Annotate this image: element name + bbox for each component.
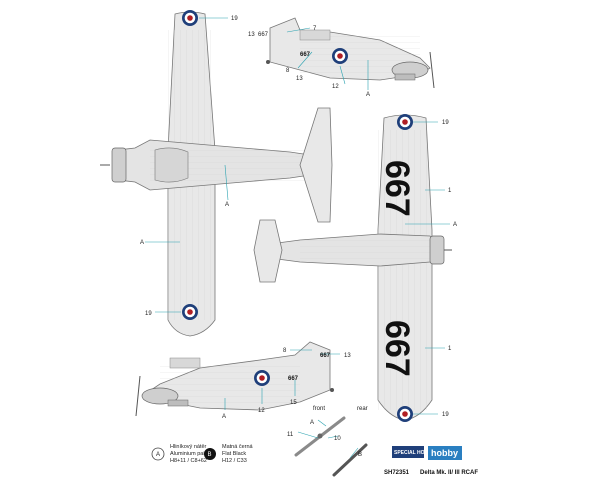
logo-hobby-text: hobby: [431, 448, 458, 458]
callout-a-prop: A: [310, 420, 314, 426]
registration-upper: 667: [378, 160, 416, 217]
callout-19-right-top: 19: [442, 120, 449, 126]
callout-7: 7: [313, 26, 317, 32]
footer-title: Delta Mk. II/ III RCAF: [420, 470, 478, 476]
code-lower-b: 667: [288, 376, 299, 382]
hobby-logo: hobby: [428, 446, 462, 460]
legend-b-badge: B: [208, 452, 212, 458]
label-rear: rear: [357, 406, 368, 412]
legend-black: B Matná černá Flat Black H12 / C33: [204, 444, 254, 464]
callout-8-lower: 8: [283, 348, 287, 354]
callout-10: 10: [334, 436, 341, 442]
logo-special-text: SPECIAL HOBBY: [394, 450, 436, 456]
callout-a-right: A: [453, 222, 457, 228]
legend-a-line3: H8+11 / C8+62: [170, 458, 207, 464]
callout-1-lower: 1: [448, 346, 452, 352]
callout-15: 15: [290, 400, 297, 406]
callout-a-lower: A: [222, 414, 226, 420]
code-lower-a: 667: [320, 353, 331, 359]
registration-lower: 667: [378, 320, 416, 377]
footer-code: SH72351: [384, 470, 410, 476]
bottom-view: [253, 114, 452, 422]
code-upper-b: 667: [300, 52, 311, 58]
special-hobby-logo: SPECIAL HOBBY: [392, 446, 436, 458]
legend-b-line3: H12 / C33: [222, 458, 247, 464]
legend-a-line2: Aluminium paint: [170, 451, 210, 457]
callout-19-bottom: 19: [145, 311, 152, 317]
callout-13-upper: 13: [248, 32, 255, 38]
callout-b-prop: B: [358, 452, 362, 458]
callout-1-upper: 1: [448, 188, 452, 194]
side-view-upper: [266, 17, 435, 90]
callout-12-lower: 12: [258, 408, 265, 414]
callout-a-wing: A: [140, 240, 144, 246]
callout-a-fuselage: A: [225, 202, 229, 208]
side-view-lower: [135, 341, 340, 417]
callout-11: 11: [287, 432, 294, 438]
legend-a-badge: A: [156, 452, 160, 458]
legend-b-line1: Matná černá: [222, 444, 254, 450]
callout-19-right-bottom: 19: [442, 412, 449, 418]
propeller-detail: [294, 416, 368, 477]
code-upper-a: 667: [258, 32, 269, 38]
legend-b-line2: Flat Black: [222, 451, 246, 457]
label-front: front: [313, 406, 325, 412]
callout-12-upper: 12: [332, 84, 339, 90]
legend-aluminium: A Hliníkový nátěr Aluminium paint H8+11 …: [151, 444, 210, 464]
callout-a-upper: A: [366, 92, 370, 98]
callout-13-lower: 13: [344, 353, 351, 359]
callout-19-top: 19: [231, 16, 238, 22]
top-view: [100, 10, 333, 337]
legend-a-line1: Hliníkový nátěr: [170, 444, 207, 450]
callout-8-upper: 8: [286, 68, 290, 74]
callout-13-upper-b: 13: [296, 76, 303, 82]
